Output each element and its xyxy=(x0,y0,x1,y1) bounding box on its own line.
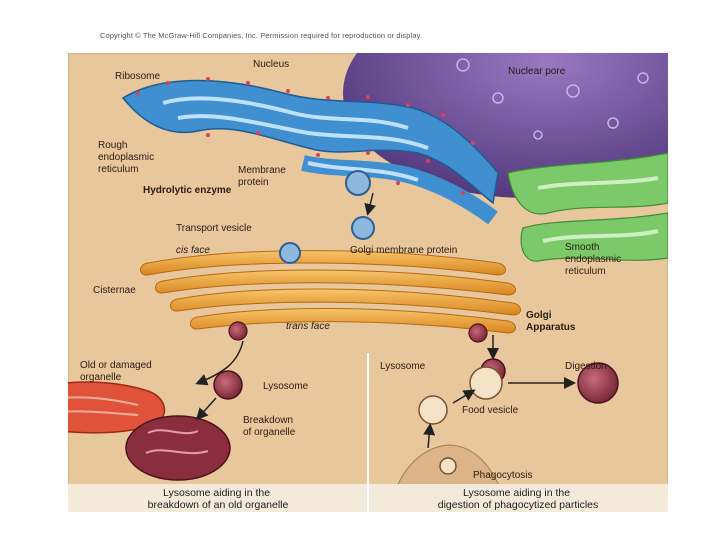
budding-lysosome-left xyxy=(228,321,248,341)
digestion-vesicle xyxy=(577,362,619,404)
transport-vesicle xyxy=(279,170,375,264)
label-old-organelle: Old or damaged organelle xyxy=(80,360,155,383)
label-nucleus: Nucleus xyxy=(253,59,289,70)
label-trans-face: trans face xyxy=(286,321,330,332)
label-ribosome: Ribosome xyxy=(115,71,160,82)
food-vesicle xyxy=(418,395,448,425)
nucleus xyxy=(343,53,668,198)
lysosome-diagram: Nucleus Nuclear pore Ribosome Rough endo… xyxy=(68,53,668,512)
label-cis-face: cis face xyxy=(176,245,210,256)
breakdown-vesicle xyxy=(125,415,231,481)
damaged-organelle xyxy=(68,381,166,434)
label-breakdown: Breakdown of organelle xyxy=(243,415,296,438)
label-rough-er: Rough endoplasmic reticulum xyxy=(98,140,157,175)
process-arrows xyxy=(195,192,576,449)
label-nuclear-pore: Nuclear pore xyxy=(508,66,566,77)
label-golgi-membrane-protein: Golgi membrane protein xyxy=(350,245,457,256)
label-hydrolytic-enzyme: Hydrolytic enzyme xyxy=(143,185,232,196)
label-membrane-protein: Membrane protein xyxy=(238,165,289,188)
label-phagocytosis: Phagocytosis xyxy=(473,470,532,481)
food-vesicle-fused xyxy=(469,366,503,400)
lysosome-left xyxy=(213,370,243,400)
rough-er xyxy=(121,77,499,225)
label-lysosome-right: Lysosome xyxy=(380,361,426,372)
label-smooth-er: Smooth endoplasmic reticulum xyxy=(565,242,624,277)
label-lysosome-left: Lysosome xyxy=(263,381,309,392)
label-cisternae: Cisternae xyxy=(93,285,136,296)
label-digestion: Digestion xyxy=(565,361,607,372)
golgi-apparatus xyxy=(140,250,521,334)
caption-left: Lysosome aiding in the breakdown of an o… xyxy=(148,487,289,511)
label-transport-vesicle: Transport vesicle xyxy=(176,223,252,234)
smooth-er xyxy=(507,152,668,262)
label-food-vesicle: Food vesicle xyxy=(462,405,519,416)
copyright-notice: Copyright © The McGraw-Hill Companies, I… xyxy=(100,31,423,40)
caption-right: Lysosome aiding in the digestion of phag… xyxy=(438,487,599,511)
label-golgi-apparatus: Golgi Apparatus xyxy=(526,310,576,333)
budding-lysosome-right xyxy=(468,323,488,343)
